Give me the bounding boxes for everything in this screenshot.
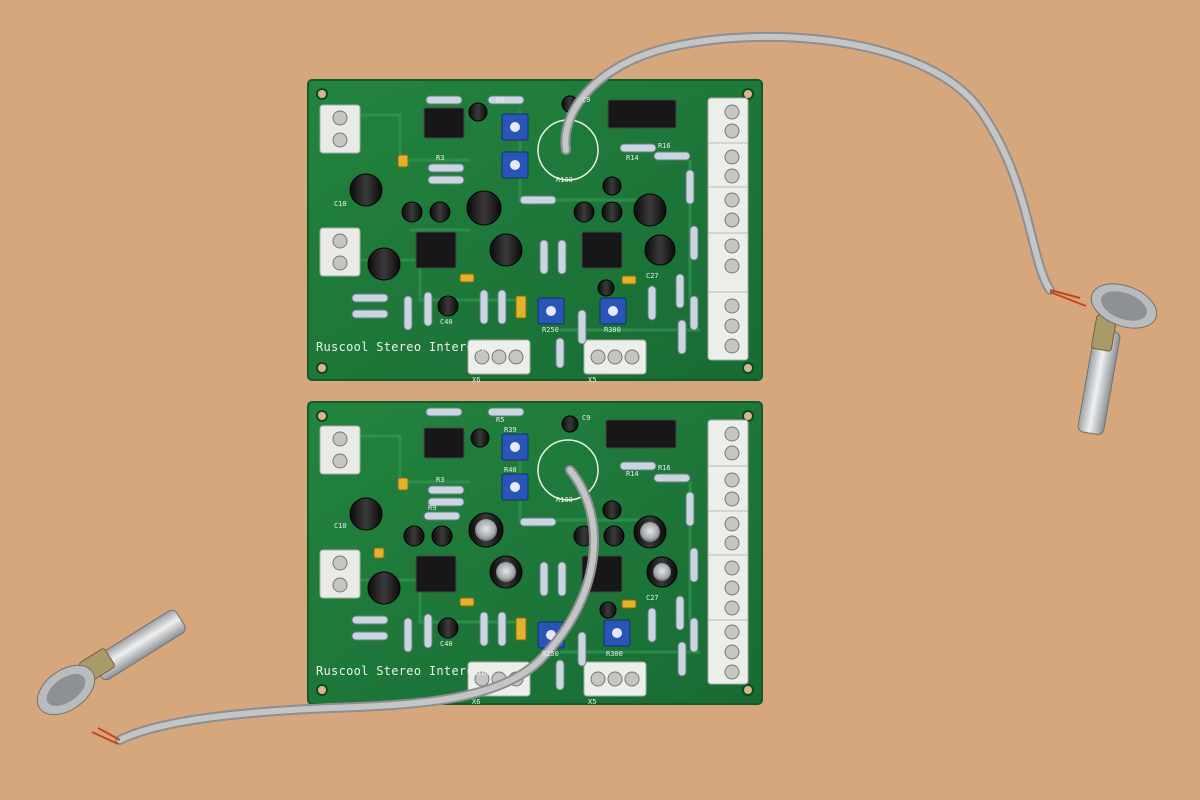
label-r9-bottom: R9	[428, 504, 437, 512]
label-r14-bottom: R14	[626, 470, 639, 478]
label-c27-top: C27	[646, 272, 659, 280]
pcb-board-bottom	[307, 401, 763, 705]
silkscreen-title-top: Ruscool Stereo Intercom	[316, 340, 490, 354]
label-r16-bottom: R16	[658, 464, 671, 472]
terminal-x5-top	[583, 339, 647, 375]
label-x5-top: X5	[588, 376, 597, 384]
label-c40-top: C40	[440, 318, 453, 326]
terminal-stack-right-bottom	[707, 419, 749, 685]
label-c10-bottom: C10	[334, 522, 347, 530]
label-c27-bottom: C27	[646, 594, 659, 602]
label-r3-bottom: R3	[436, 476, 445, 484]
label-r5-bottom: R5	[496, 416, 505, 424]
label-r300-bottom: R300	[606, 650, 623, 658]
label-x6-bottom: X6	[472, 698, 481, 706]
label-c40-bottom: C40	[440, 640, 453, 648]
terminal-left-mid	[319, 227, 361, 277]
label-c9-bottom: C9	[582, 414, 591, 422]
silkscreen-title-bottom: Ruscool Stereo Intercom	[316, 664, 490, 678]
potentiometer-right	[1049, 283, 1158, 436]
label-c10-top: C10	[334, 200, 347, 208]
label-r14-top: R14	[626, 154, 639, 162]
label-c9-top: C9	[582, 96, 591, 104]
terminal-left-top-b	[319, 425, 361, 475]
terminal-stack-right-top	[707, 97, 749, 361]
pcb-board-top	[307, 79, 763, 381]
label-r3-top: R3	[436, 154, 445, 162]
label-r100-bottom: R100	[556, 496, 573, 504]
terminal-left-mid-b	[319, 549, 361, 599]
label-r100-top: R100	[556, 176, 573, 184]
label-r40-bottom: R40	[504, 466, 517, 474]
label-x6-top: X6	[472, 376, 481, 384]
label-x5-bottom: X5	[588, 698, 597, 706]
terminal-left-top	[319, 104, 361, 154]
label-r250-bottom: R250	[542, 650, 559, 658]
label-r5-top: R5	[496, 96, 505, 104]
terminal-x5-bottom	[583, 661, 647, 697]
label-r300-top: R300	[604, 326, 621, 334]
potentiometer-left	[36, 609, 186, 745]
terminal-x6-top	[467, 339, 531, 375]
label-r250-top: R250	[542, 326, 559, 334]
label-r16-top: R16	[658, 142, 671, 150]
label-r39-bottom: R39	[504, 426, 517, 434]
